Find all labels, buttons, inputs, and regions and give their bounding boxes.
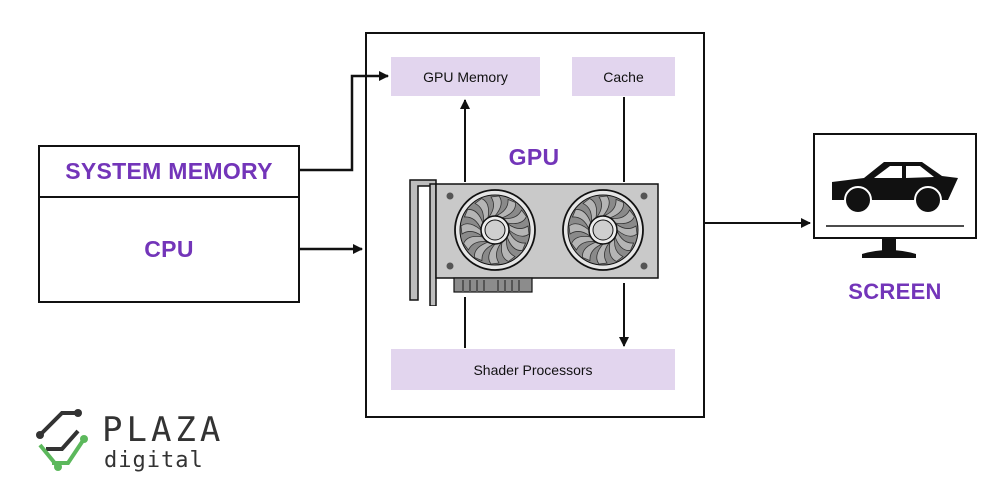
car-icon: [832, 162, 958, 214]
screen-label: SCREEN: [848, 279, 942, 304]
cache-box: Cache: [572, 57, 675, 96]
system-cpu-block: SYSTEM MEMORY CPU: [38, 145, 300, 303]
graphics-card-icon: [409, 179, 659, 306]
block-divider: [40, 196, 298, 198]
gpu-frame: [365, 32, 705, 418]
sysmem-to-gpumem-arrow: [300, 71, 389, 172]
shader-processors-box: Shader Processors: [391, 349, 675, 390]
system-memory-label: SYSTEM MEMORY: [65, 158, 273, 184]
cpu-label: CPU: [144, 236, 194, 262]
monitor-icon: [813, 133, 977, 258]
logo-name: PLAZA: [102, 410, 225, 450]
gpu-label: GPU: [508, 143, 560, 170]
plaza-logo-icon: [36, 409, 88, 471]
gpu-memory-box: GPU Memory: [391, 57, 540, 96]
logo-tagline: digital: [104, 448, 204, 473]
